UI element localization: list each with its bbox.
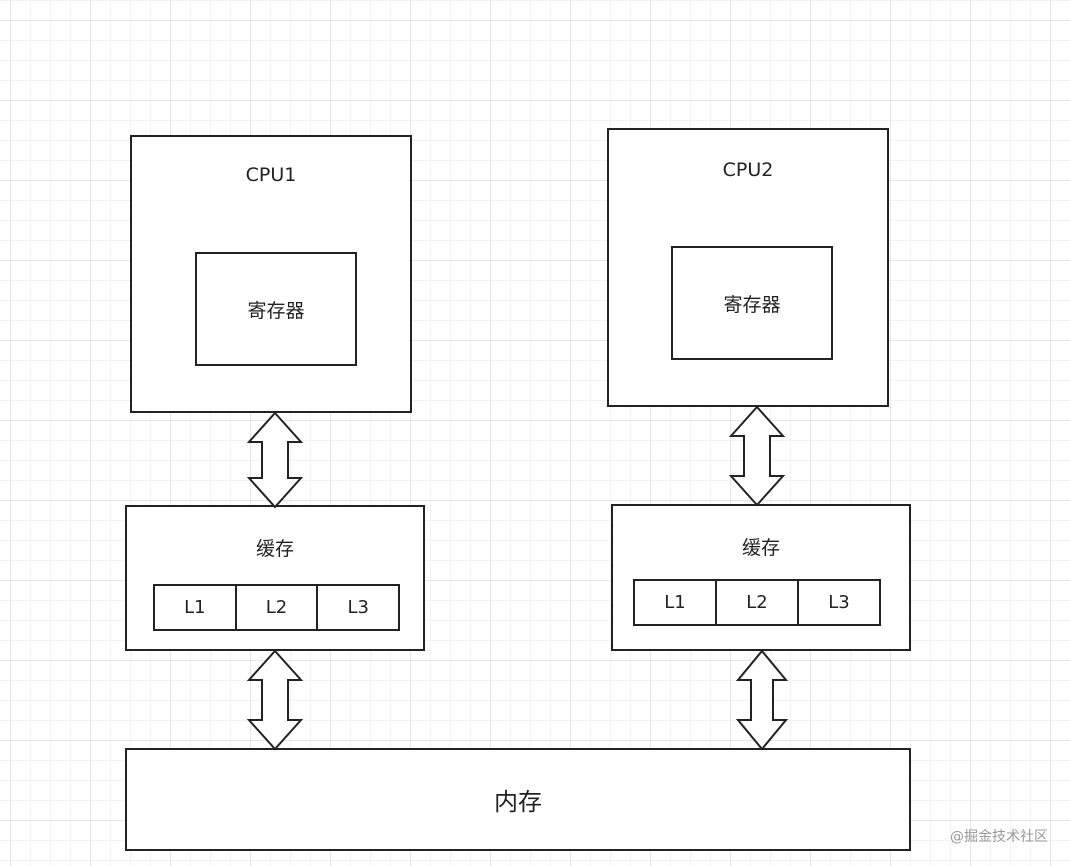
cache2-l1: L1 bbox=[664, 592, 686, 613]
arrow-cache2-memory bbox=[735, 649, 789, 751]
watermark: @掘金技术社区 bbox=[950, 829, 1048, 845]
memory-box: 内存 bbox=[125, 748, 911, 851]
cache1-l2: L2 bbox=[234, 586, 317, 629]
cache2-label: 缓存 bbox=[741, 537, 780, 559]
cache2-box: 缓存 L1 L2 L3 bbox=[611, 504, 911, 651]
cache1-label: 缓存 bbox=[255, 538, 294, 560]
cpu1-box: CPU1 寄存器 bbox=[130, 135, 412, 413]
cpu1-register-box: 寄存器 bbox=[195, 252, 357, 366]
cache2-levels: L1 L2 L3 bbox=[633, 579, 881, 626]
cache1-levels: L1 L2 L3 bbox=[153, 584, 400, 631]
cache1-l3: L3 bbox=[316, 586, 398, 629]
cpu1-label: CPU1 bbox=[245, 164, 297, 186]
cache2-l2: L2 bbox=[715, 581, 797, 624]
memory-label: 内存 bbox=[494, 788, 542, 816]
arrow-cache1-memory bbox=[246, 649, 304, 751]
arrow-cpu2-cache2 bbox=[728, 405, 786, 507]
cpu2-label: CPU2 bbox=[722, 159, 774, 181]
cache1-box: 缓存 L1 L2 L3 bbox=[125, 505, 425, 651]
cache2-l3: L3 bbox=[797, 581, 879, 624]
cpu2-box: CPU2 寄存器 bbox=[607, 128, 889, 407]
cache1-l1: L1 bbox=[184, 597, 206, 618]
arrow-cpu1-cache1 bbox=[246, 411, 304, 509]
cpu2-register-label: 寄存器 bbox=[723, 293, 781, 316]
cpu2-register-box: 寄存器 bbox=[671, 246, 833, 360]
cpu1-register-label: 寄存器 bbox=[247, 299, 305, 322]
